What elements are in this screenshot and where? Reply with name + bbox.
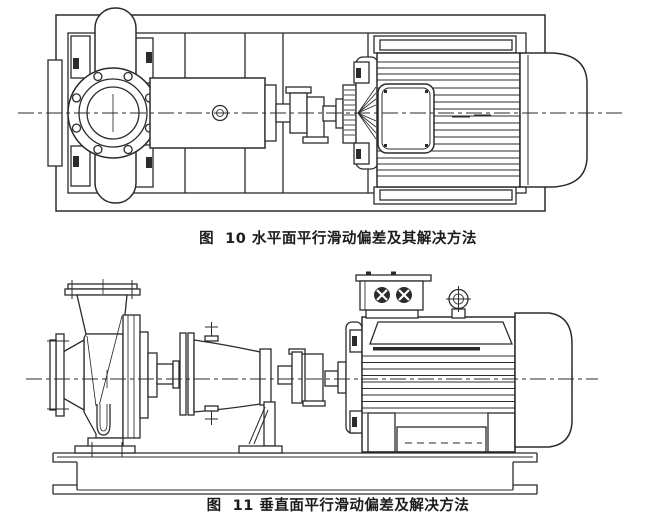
grease-fitting: [204, 405, 219, 412]
lifting-eye: [446, 286, 471, 319]
figure-11-drawing: [26, 271, 598, 495]
pump-top-view: [47, 7, 159, 204]
terminal-box-top: [377, 83, 435, 154]
bearing-bell: [193, 339, 261, 413]
fan-cover: [519, 52, 588, 188]
discharge-nozzle: [76, 294, 128, 335]
coupling-side-view: [277, 348, 347, 407]
cooling-fins: [362, 355, 515, 409]
fan-pattern: [357, 86, 377, 140]
motor-top-view: [353, 35, 588, 205]
pump-side-view: [47, 280, 141, 457]
support-leg: [263, 401, 276, 447]
figure-10-drawing: [18, 7, 622, 212]
discharge-flange: [67, 283, 138, 290]
grease-fitting: [204, 335, 219, 342]
fan-cover: [514, 312, 573, 448]
base-frame: [52, 452, 538, 495]
stator-top: [369, 321, 513, 345]
figure-11-caption: 图 11 垂直面平行滑动偏差及解决方法: [206, 498, 470, 514]
bearing-bracket-side-view: [139, 322, 283, 454]
motor-side-view: [345, 271, 573, 453]
motor-foot: [367, 412, 396, 453]
terminal-box: [355, 271, 432, 311]
suction-cone: [62, 338, 85, 412]
suction-flange: [55, 333, 65, 417]
volute-tongue: [96, 404, 111, 436]
figure-10-caption: 图 10 水平面平行滑动偏差及其解决方法: [199, 231, 477, 247]
